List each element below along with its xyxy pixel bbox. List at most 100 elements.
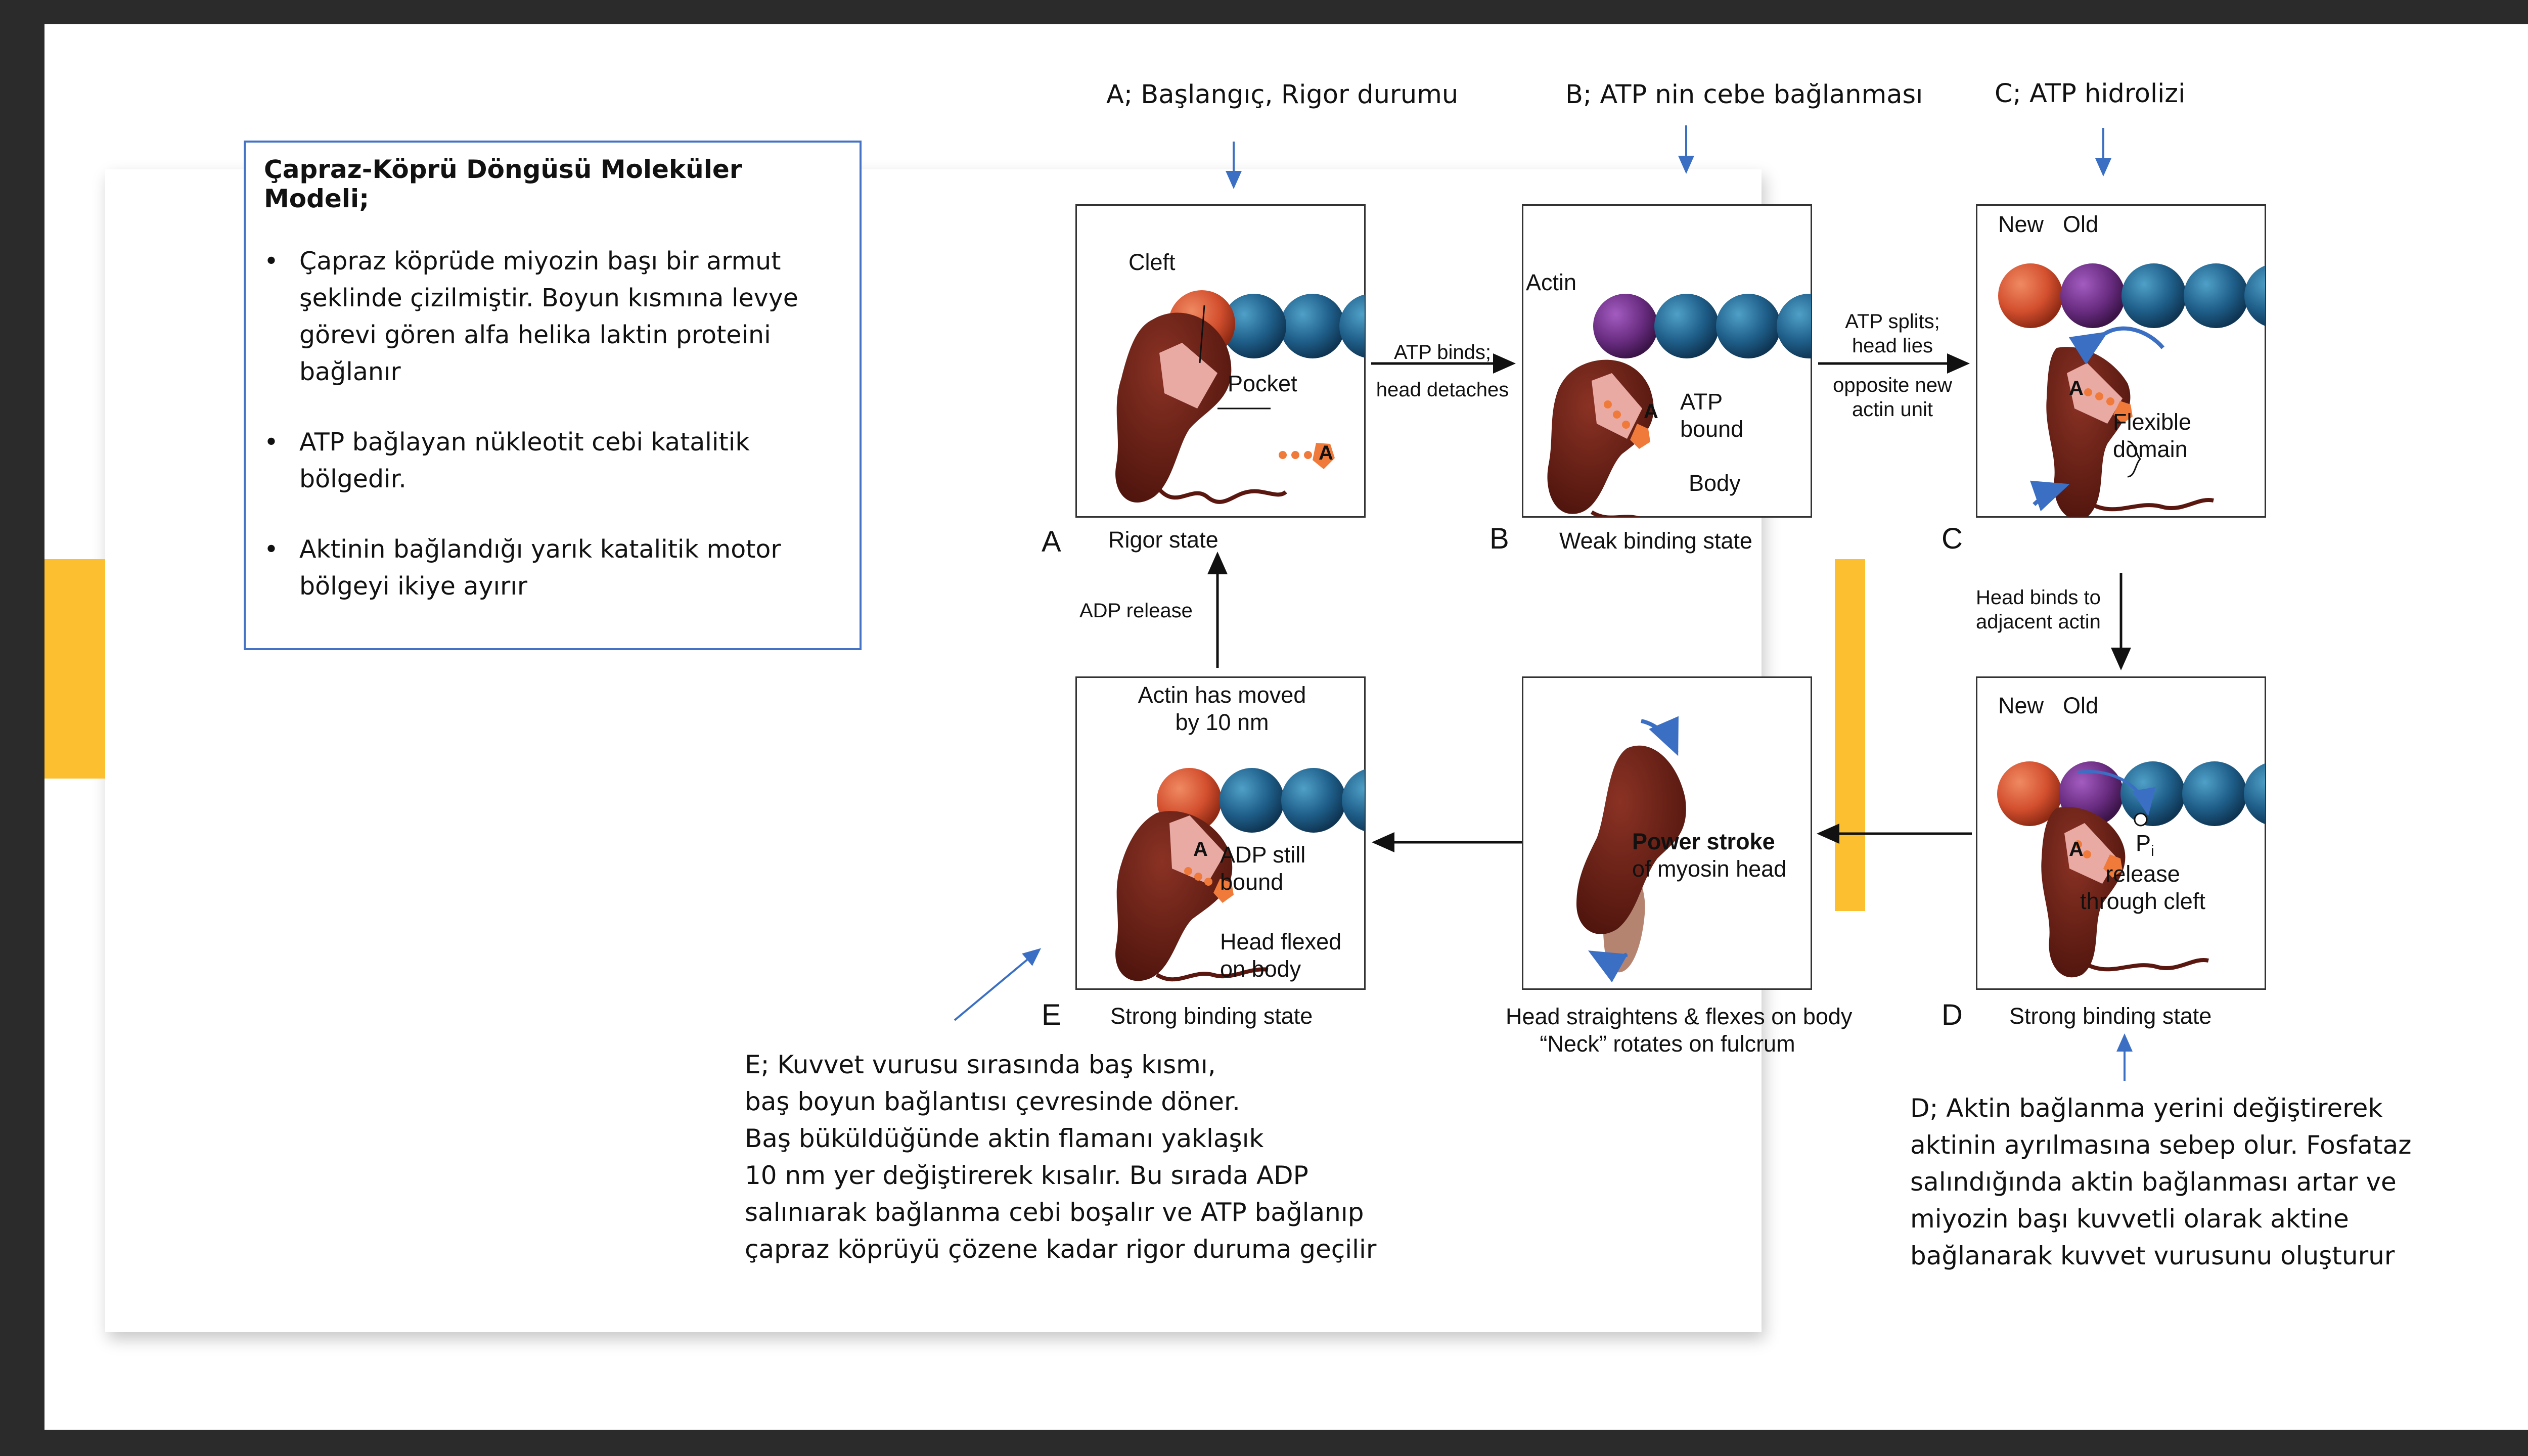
paragraph-e-line: E; Kuvvet vurusu sırasında baş kısmı, [745,1050,1216,1079]
arrow-label-ab-line: ATP binds; [1394,341,1491,363]
actin-subunit [1280,294,1345,358]
arrow-label-bc-line: actin unit [1852,398,1933,421]
diagram-graphics [954,125,2265,1081]
actin-subunit [2184,263,2248,328]
atp-phosphate [1279,451,1287,459]
actin-subunit [2120,761,2185,826]
actin-subunit [1654,294,1719,358]
arrow-label-ab: ATP binds; head detaches [1369,334,1516,408]
arrow-label-cd: Head binds to adjacent actin [1976,585,2101,634]
panel-d [1976,676,2266,990]
panel-power-art [1576,716,1686,983]
label-new: New [1998,211,2044,237]
label-atp-bound-line: bound [1680,416,1744,442]
actin-subunit [2244,763,2265,825]
actin-subunit-new [1997,761,2062,826]
label-pocket: Pocket [1228,371,1297,396]
atp-phosphate [1613,411,1621,419]
atp-phosphate [1194,873,1202,881]
info-title: Çapraz-Köprü Döngüsü Moleküler Modeli; [264,155,742,213]
paragraph-d-line: bağlanarak kuvvet vurusunu oluşturur [1910,1241,2395,1270]
actin-subunit [1342,769,1365,832]
pointer-arrow-e [954,948,1042,1021]
atp-phosphate [2074,840,2082,848]
actin-subunit-new [1998,263,2063,328]
label-adp-bound-line: ADP still [1220,842,1306,868]
arrow-label-ea: ADP release [1079,600,1193,622]
atp-phosphate [2083,850,2091,858]
atp-adenosine [2103,854,2123,878]
atp-letter: A [2069,838,2084,860]
panel-a-state: Rigor state [1108,527,1218,553]
label-old: Old [2063,693,2099,718]
atp-adenosine [1313,443,1335,469]
label-actin-moved: Actin has moved by 10 nm [1101,681,1343,736]
label-flexible-domain: Flexible domain [2113,408,2191,463]
info-bullet: Çapraz köprüde miyozin başı bir armut şe… [264,243,841,390]
panel-a-letter: A [1042,525,1061,558]
label-head-flexed: Head flexed on body [1220,928,1341,983]
actin-subunit [1281,768,1346,833]
atp-phosphate [2084,388,2092,396]
paragraph-e-line: 10 nm yer değiştirerek kısalır. Bu sırad… [745,1161,1308,1190]
atp-letter: A [1193,838,1208,860]
catalytic-domain [1159,343,1217,408]
label-flexible-domain-line: Flexible [2113,409,2192,435]
actin-subunit [1220,768,1284,833]
panel-b-state: Weak binding state [1559,528,1752,554]
caption-c: C; ATP hidrolizi [1995,79,2186,109]
actin-subunit [1716,294,1781,358]
atp-phosphate [1622,421,1630,429]
paragraph-d-line: aktinin ayrılmasına sebep olur. Fosfataz [1910,1130,2412,1160]
flex-arrow [2030,480,2070,512]
info-bullet: ATP bağlayan nükleotit cebi katalitik bö… [264,424,841,497]
myosin-head [1576,745,1686,934]
label-head-flexed-line: Head flexed [1220,929,1342,954]
atp-phosphate [1304,451,1312,459]
label-actin-moved-line: Actin has moved [1138,682,1306,708]
tail [1157,488,1287,504]
actin-subunit [2244,265,2265,326]
panel-e-art [1115,768,1365,982]
paragraph-d: D; Aktin bağlanma yerini değiştirerek ak… [1910,1090,2412,1275]
actin-subunit-old [2060,263,2125,328]
atp-letter: A [1319,442,1333,464]
slide: Çapraz-Köprü Döngüsü Moleküler Modeli; Ç… [44,24,2528,1430]
label-pi-p: P [2136,830,2151,856]
atp-phosphate [1291,451,1299,459]
arrow-label-cd-line: adjacent actin [1976,611,2101,633]
panel-e-state: Strong binding state [1110,1003,1313,1029]
label-flexible-domain-line: domain [2113,436,2188,462]
rotation-arrow [2068,326,2165,365]
actin-subunit [1777,294,1811,358]
released-phosphate [2134,812,2148,827]
atp-phosphate [2106,397,2114,405]
tail [2091,497,2214,512]
phosphate-release-arrow [2076,770,2156,816]
label-actin: Actin [1526,269,1577,295]
label-body: Body [1689,470,1741,496]
actin-subunit [2121,263,2186,328]
panel-a-art [1115,290,1365,504]
label-head-flexed-line: on body [1220,956,1301,982]
actin-subunit [2182,761,2247,826]
arrow-label-bc-line: head lies [1852,335,1933,357]
label-pi: Pi [2136,830,2154,860]
atp-phosphate [1604,400,1612,408]
catalytic-domain [2067,363,2123,424]
power-caption-line: Head straightens & flexes on body [1506,1004,1853,1029]
panel-b-letter: B [1489,522,1509,555]
tail [1590,510,1640,517]
paragraph-e-line: Baş büküldüğünde aktin flamanı yaklaşık [745,1124,1264,1153]
panel-c [1976,204,2266,518]
paragraph-e-line: salınıarak bağlanma cebi boşalır ve ATP … [745,1198,1364,1227]
label-cleft: Cleft [1128,249,1176,275]
flexible-brace [2127,440,2142,478]
caption-b: B; ATP nin cebe bağlanması [1565,80,1923,110]
arrow-label-bc-line: ATP splits; [1845,310,1940,333]
info-box: Çapraz-Köprü Döngüsü Moleküler Modeli; Ç… [244,141,862,650]
paragraph-e-line: baş boyun bağlantısı çevresinde döner. [745,1087,1240,1116]
power-caption: Head straightens & flexes on body “Neck”… [1506,1003,1853,1058]
atp-adenosine [2113,401,2133,424]
rotation-arrow-top [1641,716,1679,756]
